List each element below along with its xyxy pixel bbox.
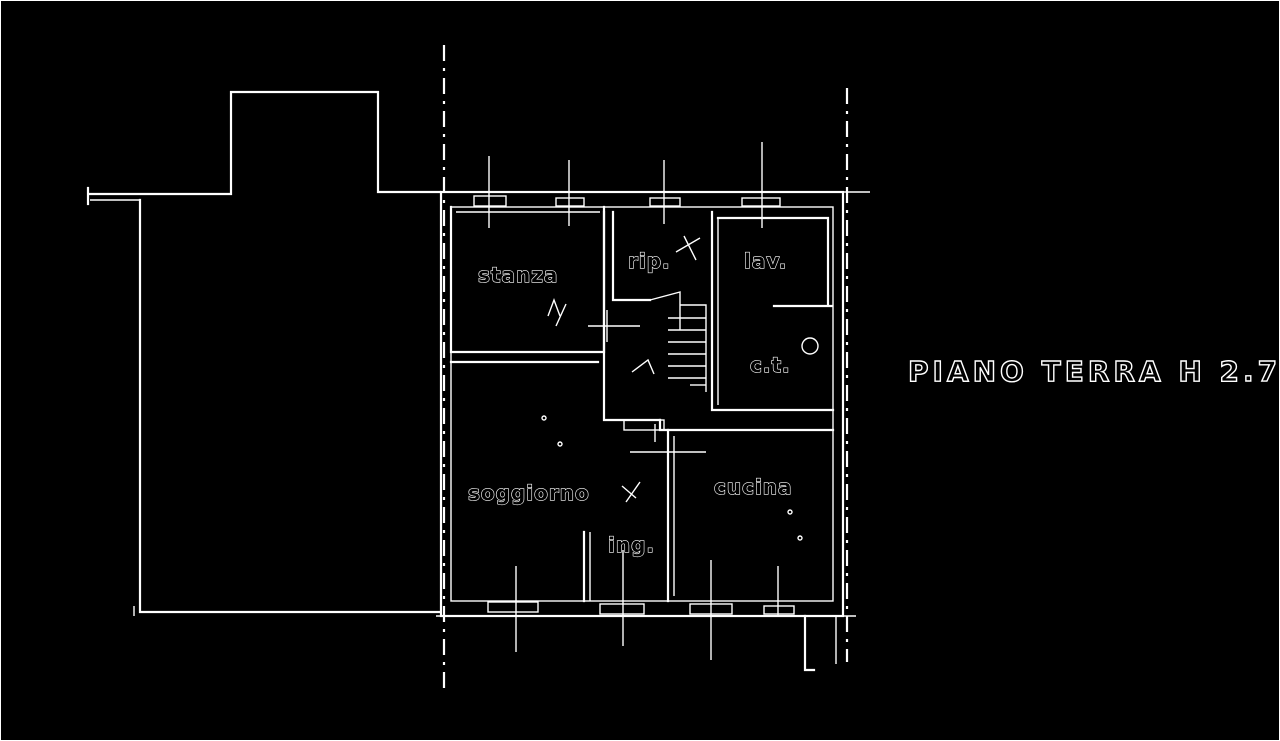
room-label-ing: ing.: [608, 533, 655, 557]
room-label-lav: lav.: [744, 249, 787, 273]
room-labels: stanza rip. lav. c.t. soggiorno ing. cuc…: [467, 248, 793, 557]
adjacent-lot-outline: [86, 90, 442, 616]
room-label-rip: rip.: [628, 249, 671, 273]
axis-lines: [436, 45, 870, 690]
outer-walls: [439, 190, 845, 618]
interior-walls: [449, 205, 835, 603]
room-label-cucina: cucina: [714, 475, 793, 499]
plan-title: PIANO TERRA H 2.70: [908, 355, 1280, 388]
openings-and-marks: [473, 142, 837, 672]
room-label-stanza: stanza: [478, 263, 558, 287]
room-label-ct: c.t.: [750, 353, 791, 377]
room-label-soggiorno: soggiorno: [468, 481, 590, 505]
